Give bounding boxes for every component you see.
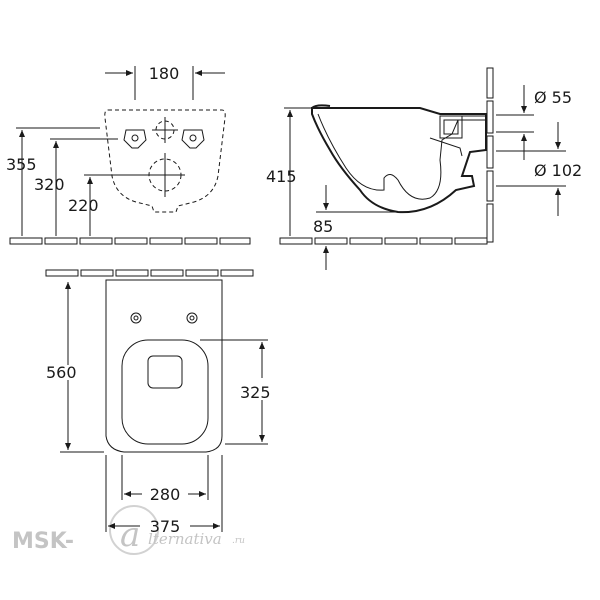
side-wall bbox=[486, 67, 494, 243]
dim-560: 560 bbox=[46, 282, 104, 453]
dim-d102: Ø 102 bbox=[496, 122, 582, 216]
dim-375: 375 bbox=[105, 455, 223, 536]
inlet-connection bbox=[429, 115, 486, 157]
dim-325: 325 bbox=[200, 339, 271, 445]
label-220: 220 bbox=[68, 196, 99, 215]
dim-85: 85 bbox=[313, 185, 398, 270]
bowl-rim bbox=[311, 104, 331, 109]
dim-320: 320 bbox=[34, 138, 118, 236]
label-280: 280 bbox=[150, 485, 181, 504]
front-floor bbox=[9, 237, 251, 245]
watermark-circle bbox=[109, 505, 159, 555]
label-355: 355 bbox=[6, 155, 37, 174]
label-320: 320 bbox=[34, 175, 65, 194]
dim-220: 220 bbox=[68, 174, 145, 236]
label-85: 85 bbox=[313, 217, 333, 236]
front-view: 180 355 320 220 bbox=[6, 64, 251, 245]
dim-415: 415 bbox=[266, 107, 314, 236]
label-d102: Ø 102 bbox=[534, 161, 582, 180]
watermark-suffix: .ru bbox=[232, 536, 245, 546]
toilet-outline-top bbox=[105, 279, 223, 453]
side-view: 415 85 Ø 55 Ø 102 bbox=[266, 67, 582, 270]
label-d55: Ø 55 bbox=[534, 88, 572, 107]
outlet-crosshair bbox=[145, 153, 185, 197]
watermark: MSK- a lternativa .ru bbox=[12, 505, 245, 555]
dim-355: 355 bbox=[6, 127, 100, 236]
dim-180: 180 bbox=[105, 64, 225, 100]
label-375: 375 bbox=[150, 517, 181, 536]
seat-outline bbox=[121, 339, 209, 445]
mounting-hole-left bbox=[123, 129, 147, 149]
bolt-left bbox=[130, 312, 142, 324]
label-415: 415 bbox=[266, 167, 297, 186]
inlet-crosshair bbox=[152, 117, 178, 143]
watermark-letter: a bbox=[120, 515, 140, 555]
top-view: 560 325 280 375 bbox=[45, 269, 271, 536]
dim-280: 280 bbox=[121, 455, 209, 504]
watermark-script: lternativa bbox=[148, 530, 222, 548]
bolt-right bbox=[186, 312, 198, 324]
mounting-hole-right bbox=[181, 129, 205, 149]
label-325: 325 bbox=[240, 383, 271, 402]
label-560: 560 bbox=[46, 363, 77, 382]
bowl-inner bbox=[317, 113, 486, 200]
label-180: 180 bbox=[149, 64, 180, 83]
watermark-prefix: MSK- bbox=[12, 529, 74, 554]
side-floor bbox=[279, 237, 488, 245]
bowl-opening bbox=[147, 355, 183, 389]
bowl-profile bbox=[311, 107, 487, 214]
front-outline bbox=[104, 109, 226, 213]
top-wall bbox=[45, 269, 254, 277]
dim-d55: Ø 55 bbox=[496, 85, 572, 160]
